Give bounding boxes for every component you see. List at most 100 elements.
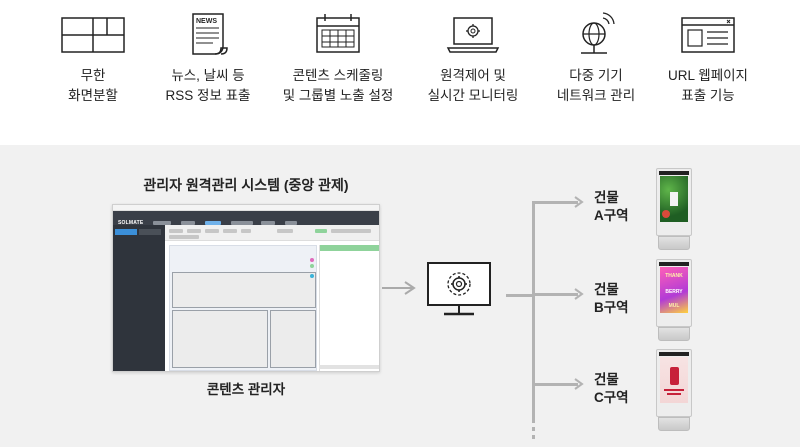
mini-color-dot (310, 274, 314, 278)
arrow-head-icon (574, 288, 584, 300)
mini-toolbar-button (277, 229, 293, 233)
system-diagram: 관리자 원격관리 시스템 (중앙 관제) SOLMATE (0, 145, 800, 447)
feature-label-line2: 실시간 모니터링 (427, 88, 519, 103)
mini-sidebar-tab-active (115, 229, 137, 235)
mini-toolbar-button (187, 229, 201, 233)
building-label-line2: C구역 (594, 390, 629, 405)
building-label-line1: 건물 (594, 190, 619, 205)
branch-trunk-horizontal (506, 294, 534, 297)
mini-layout-region (172, 310, 268, 368)
mini-toolbar-button (223, 229, 237, 233)
mini-layout-region (172, 272, 316, 308)
feature-label: 콘텐츠 스케줄링 및 그룹별 노출 설정 (273, 66, 403, 106)
system-caption: 콘텐츠 관리자 (206, 382, 286, 397)
kiosk-topbar (659, 352, 689, 356)
feature-label-line1: 원격제어 및 (440, 68, 506, 83)
laptop-gear-icon (408, 12, 538, 56)
newspaper-icon: NEWS (143, 12, 273, 56)
branch-to-c (534, 383, 578, 386)
branch-to-a (534, 201, 578, 204)
server-monitor (426, 261, 492, 326)
building-label-line1: 건물 (594, 282, 619, 297)
feature-label-line1: URL 웹페이지 (668, 68, 748, 83)
admin-app-screenshot: SOLMATE (112, 204, 380, 372)
kiosk-body (656, 168, 692, 236)
feature-network: 다중 기기 네트워크 관리 (531, 12, 661, 106)
kiosk-topbar (659, 171, 689, 175)
feature-label-line2: 표출 기능 (681, 88, 735, 103)
feature-label: 원격제어 및 실시간 모니터링 (408, 66, 538, 106)
branch-continuation-dot (532, 435, 535, 439)
arrow-head-icon (574, 196, 584, 208)
mini-layout-canvas (169, 245, 317, 371)
mini-menu-item (285, 221, 297, 225)
feature-label-line2: 네트워크 관리 (556, 88, 636, 103)
globe-network-icon (531, 12, 661, 56)
arrow-head-icon (574, 378, 584, 390)
mini-toolbar-field (169, 235, 199, 239)
split-screen-icon (28, 12, 158, 56)
feature-label-line2: RSS 정보 표출 (165, 88, 251, 103)
mini-menubar: SOLMATE (113, 211, 379, 226)
newspaper-icon-text: NEWS (196, 18, 217, 25)
kiosk-screen-party: THANK BERRY MUL (660, 267, 688, 313)
arrow-head-icon (404, 281, 416, 295)
mini-toolbar-button (315, 229, 327, 233)
kiosk-screen-foliage (660, 176, 688, 222)
mini-sidebar (113, 225, 165, 371)
system-title: 관리자 원격관리 시스템 (중앙 관제) (143, 177, 349, 193)
kiosk-base (658, 417, 690, 431)
kiosk-screen-text: MUL (668, 303, 680, 309)
kiosk-base (658, 327, 690, 341)
feature-split-screen: 무한 화면분할 (28, 12, 158, 106)
kiosk-screen-text: THANK (665, 273, 683, 279)
mini-app-logo: SOLMATE (118, 220, 144, 226)
kiosk-body: THANK BERRY MUL (656, 259, 692, 327)
kiosk-screen-flower (662, 210, 670, 218)
branch-to-b (534, 293, 578, 296)
mini-statusbar (319, 365, 379, 369)
feature-rss-news: NEWS 뉴스, 날씨 등 RSS 정보 표출 (143, 12, 273, 106)
mini-menu-item (153, 221, 171, 225)
mini-menu-item (261, 221, 275, 225)
kiosk-screen-text: BERRY (665, 289, 683, 295)
kiosk-screen-cosmetic (660, 357, 688, 403)
branch-trunk-vertical (532, 201, 535, 423)
feature-label-line1: 뉴스, 날씨 등 (171, 68, 245, 83)
kiosk-body (656, 349, 692, 417)
building-b-label: 건물 B구역 (594, 281, 629, 317)
kiosk-screen-bottle (670, 367, 679, 385)
feature-label: 무한 화면분할 (28, 66, 158, 106)
arrow-to-monitor (382, 287, 412, 289)
building-label-line2: B구역 (594, 300, 629, 315)
feature-row: 무한 화면분할 NEWS 뉴스, 날씨 등 RSS 정보 표출 (0, 0, 800, 145)
mini-titlebar (113, 205, 379, 211)
feature-scheduling: 콘텐츠 스케줄링 및 그룹별 노출 설정 (273, 12, 403, 106)
mini-toolbar-button (169, 229, 183, 233)
mini-right-panel (319, 245, 379, 371)
mini-color-dot (310, 264, 314, 268)
mini-toolbar-button (205, 229, 219, 233)
feature-label: URL 웹페이지 표출 기능 (643, 66, 773, 106)
feature-url-webpage: URL 웹페이지 표출 기능 (643, 12, 773, 106)
mini-layout-region (270, 310, 316, 368)
mini-toolbar (165, 225, 379, 241)
kiosk-screen-line (664, 389, 684, 391)
kiosk-topbar (659, 262, 689, 266)
calendar-icon (273, 12, 403, 56)
feature-label-line2: 화면분할 (68, 88, 118, 103)
building-a-label: 건물 A구역 (594, 189, 629, 225)
branch-continuation-dot (532, 427, 535, 431)
mini-toolbar-button (331, 229, 371, 233)
kiosk-screen-line (667, 393, 681, 395)
feature-label-line1: 다중 기기 (569, 68, 623, 83)
mini-sidebar-tab (139, 229, 161, 235)
mini-toolbar-button (241, 229, 251, 233)
mini-color-dot (310, 258, 314, 262)
browser-window-icon (643, 12, 773, 56)
building-c-label: 건물 C구역 (594, 371, 629, 407)
feature-remote-monitoring: 원격제어 및 실시간 모니터링 (408, 12, 538, 106)
feature-label-line1: 콘텐츠 스케줄링 (292, 68, 384, 83)
feature-label-line2: 및 그룹별 노출 설정 (282, 88, 394, 103)
building-label-line1: 건물 (594, 372, 619, 387)
